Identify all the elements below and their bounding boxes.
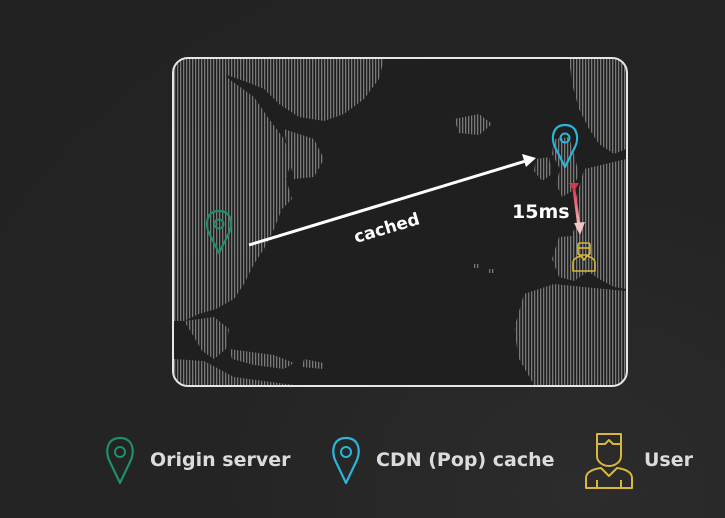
latency-label: 15ms — [512, 201, 570, 223]
landmass-azores — [474, 264, 494, 273]
landmass-florida — [184, 317, 229, 359]
legend-item-cdn: CDN (Pop) cache — [330, 430, 555, 490]
user-icon — [572, 242, 596, 272]
landmass-scandinavia — [569, 59, 626, 154]
origin-pin-icon — [205, 209, 233, 255]
landmass-greenland — [214, 59, 384, 121]
legend-item-user: User — [584, 430, 693, 490]
landmass-iceland — [454, 114, 492, 135]
route-label: cached — [352, 209, 422, 247]
landmass-caribbean — [229, 349, 324, 369]
legend-item-origin: Origin server — [104, 430, 291, 490]
world-map: cached 15ms — [174, 59, 626, 385]
legend-label-cdn: CDN (Pop) cache — [376, 449, 555, 471]
landmass-iberia — [552, 235, 594, 281]
user-icon — [585, 433, 633, 489]
legend-label-user: User — [644, 449, 693, 471]
landmass-north-africa — [514, 284, 626, 385]
route-arrow — [248, 154, 536, 247]
landmass-labrador — [284, 129, 324, 179]
landmass-south-america — [174, 359, 294, 385]
legend: Origin server CDN (Pop) cache User — [0, 430, 725, 500]
legend-label-origin: Origin server — [150, 449, 291, 471]
map-panel: cached 15ms — [172, 57, 628, 387]
latency-arrow — [569, 183, 585, 235]
origin-pin-icon — [106, 436, 134, 485]
landmass-ireland — [534, 157, 552, 181]
cdn-pin-icon — [551, 123, 579, 169]
cdn-pin-icon — [332, 436, 360, 485]
landmass-north-america — [174, 59, 292, 321]
